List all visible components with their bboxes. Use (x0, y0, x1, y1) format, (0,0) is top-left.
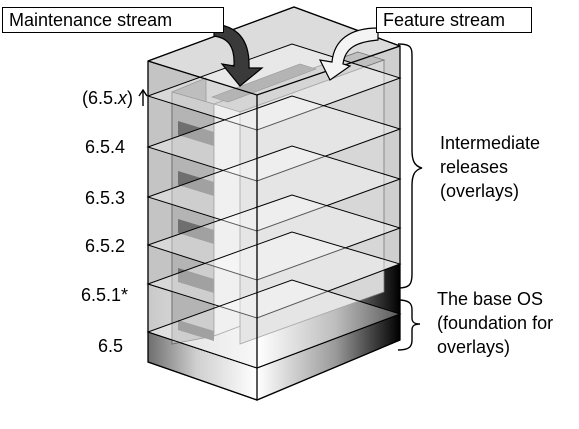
release-label-651: 6.5.1* (81, 285, 129, 305)
maintenance-column (171, 77, 215, 345)
base-line-2: (foundation for (437, 313, 554, 333)
up-arrow-icon (138, 88, 148, 106)
maintenance-stream-label: Maintenance stream (2, 7, 224, 33)
release-label-65: 6.5 (98, 336, 124, 356)
base-os-label: The base OS (foundation for overlays) (437, 287, 553, 359)
release-label-653: 6.5.3 (85, 188, 126, 208)
release-label-future: (6.5.x) (82, 88, 134, 108)
bracket-base (397, 299, 421, 351)
intermediate-line-1: Intermediate (440, 133, 541, 153)
intermediate-releases-label: Intermediate releases (overlays) (440, 131, 540, 203)
feature-arrow (318, 27, 379, 81)
bracket-intermediate (397, 43, 423, 289)
maintenance-arrow (213, 23, 264, 87)
intermediate-line-3: (overlays) (440, 181, 520, 201)
release-label-654: 6.5.4 (85, 137, 126, 157)
release-label-652: 6.5.2 (85, 236, 126, 256)
intermediate-line-2: releases (440, 157, 509, 177)
layer-separators (146, 43, 402, 369)
base-line-3: overlays) (437, 337, 511, 357)
base-line-1: The base OS (437, 289, 544, 309)
stack-outline (147, 6, 401, 401)
feature-stream-label: Feature stream (376, 7, 532, 33)
